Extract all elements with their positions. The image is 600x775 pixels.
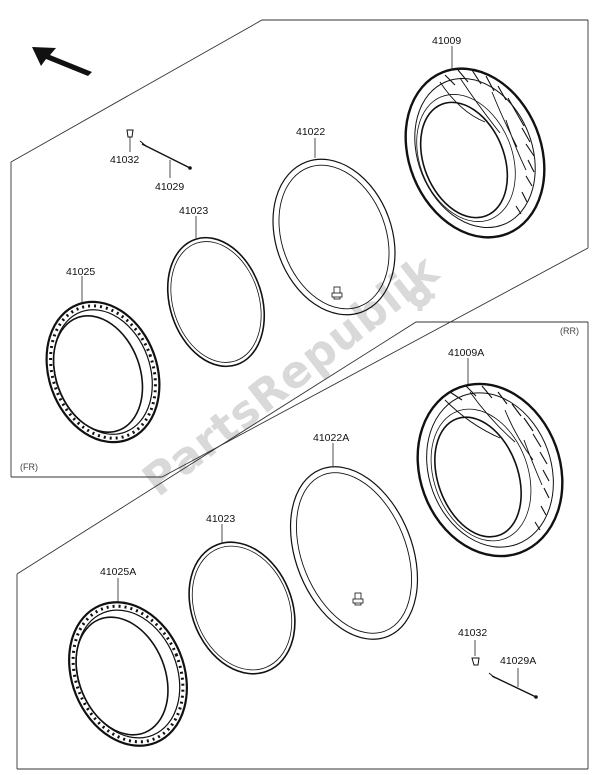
rear-spoke[interactable] — [488, 672, 538, 699]
rear-tire[interactable] — [394, 363, 586, 576]
label-rear-valve: 41032 — [458, 627, 487, 639]
label-rear-tube: 41022A — [313, 432, 349, 444]
label-front-spoke: 41029 — [155, 181, 184, 193]
label-rear-rim: 41025A — [100, 566, 136, 578]
label-rear-spoke: 41029A — [500, 655, 536, 667]
label-front-rim-band: 41023 — [179, 205, 208, 217]
rear-rim-band[interactable] — [170, 526, 314, 690]
rear-rim[interactable] — [48, 584, 207, 763]
front-section-label: (FR) — [20, 462, 38, 472]
rear-tube[interactable] — [267, 448, 442, 658]
label-rear-rim-band: 41023 — [206, 513, 235, 525]
front-tube[interactable] — [252, 142, 416, 332]
front-valve[interactable] — [126, 129, 134, 138]
arrow-upleft-icon — [32, 47, 92, 76]
label-front-tube: 41022 — [296, 126, 325, 138]
rear-valve[interactable] — [471, 657, 480, 666]
label-rear-tire: 41009A — [448, 347, 484, 359]
label-front-rim: 41025 — [66, 266, 95, 278]
front-section-frame — [10, 19, 589, 478]
front-rim[interactable] — [28, 286, 179, 458]
rear-section-label: (RR) — [560, 326, 579, 336]
front-tire[interactable] — [381, 48, 569, 259]
label-front-valve: 41032 — [110, 154, 139, 166]
gear-icon — [405, 281, 435, 311]
front-rim-band[interactable] — [152, 225, 280, 379]
front-spoke[interactable] — [139, 140, 192, 170]
label-front-tire: 41009 — [432, 35, 461, 47]
rear-section-frame — [16, 321, 589, 770]
